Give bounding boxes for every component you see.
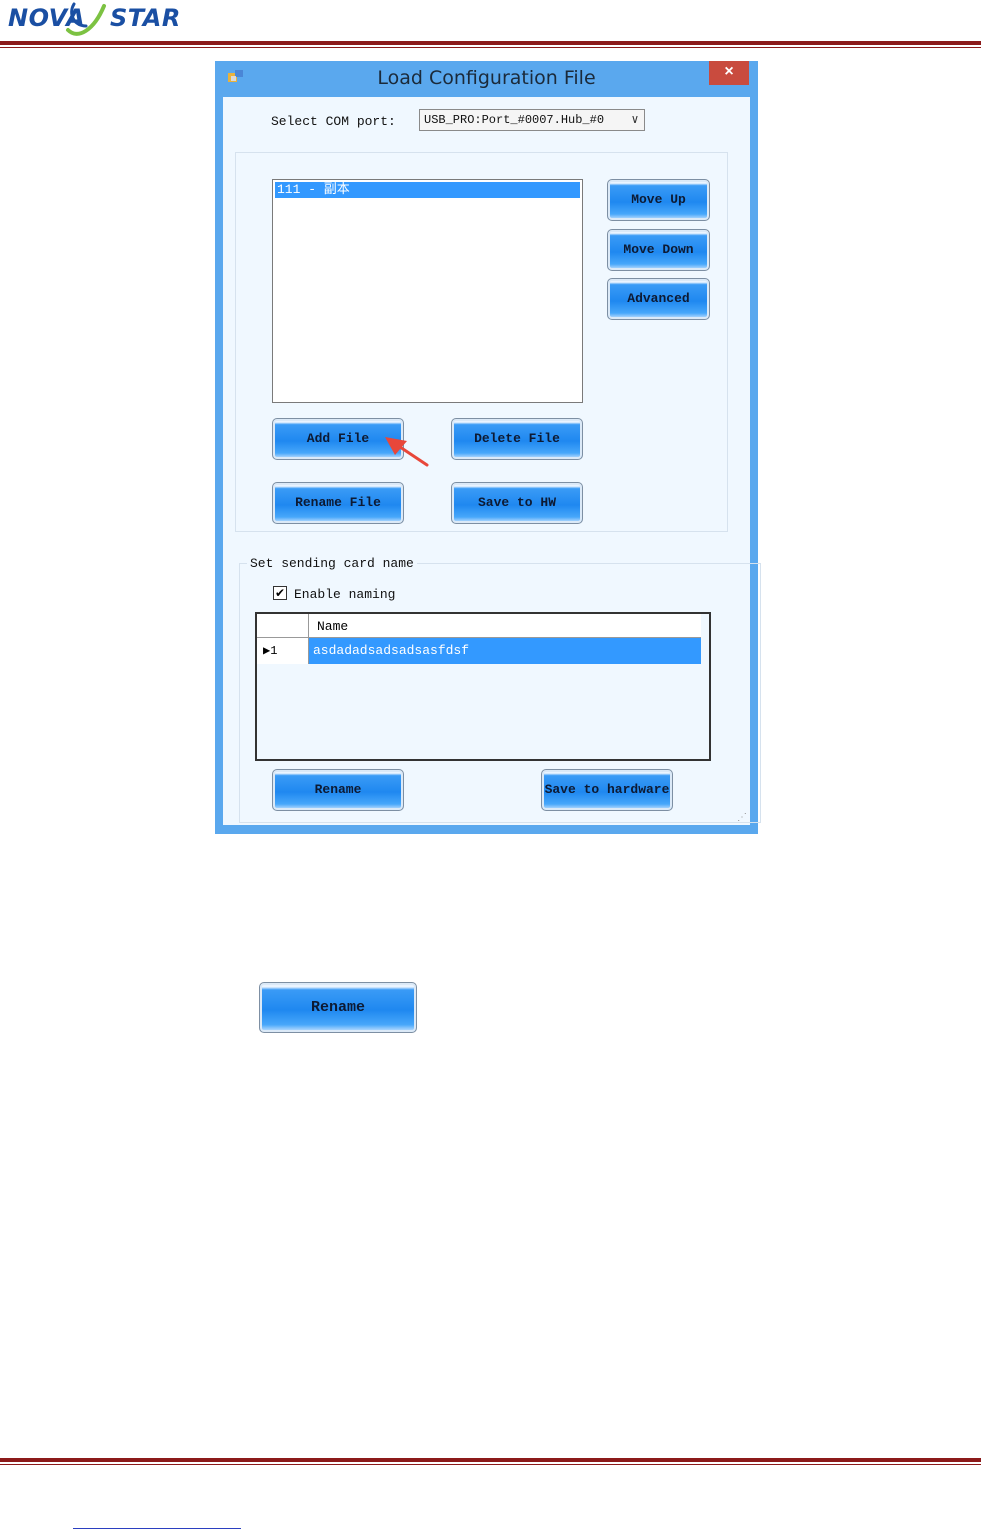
- save-to-hw-label: Save to HW: [477, 494, 556, 510]
- com-port-value: USB_PRO:Port_#0007.Hub_#0: [424, 113, 605, 127]
- list-item[interactable]: 111 - 副本: [275, 182, 580, 198]
- current-row-icon: ▶: [263, 644, 271, 658]
- rename-label: Rename: [314, 781, 362, 797]
- delete-file-button[interactable]: Delete File: [451, 418, 583, 460]
- chevron-down-icon: ∨: [626, 110, 644, 130]
- header-rule-thin: [0, 47, 981, 48]
- footer-rule-thin: [0, 1464, 981, 1465]
- window-titlebar[interactable]: Load Configuration File ×: [215, 61, 758, 95]
- row-index: 1: [270, 644, 278, 658]
- header-rule: [0, 41, 981, 45]
- grid-column-header[interactable]: Name: [309, 614, 701, 638]
- delete-file-label: Delete File: [474, 430, 560, 446]
- enable-naming-label: Enable naming: [294, 587, 396, 602]
- table-cell-name[interactable]: asdadadsadsadsasfdsf: [309, 638, 701, 664]
- config-file-list[interactable]: 111 - 副本: [272, 179, 583, 403]
- advanced-label: Advanced: [627, 290, 690, 306]
- advanced-button[interactable]: Advanced: [607, 278, 710, 320]
- rename-button[interactable]: Rename: [272, 769, 404, 811]
- footer-rule: [0, 1458, 981, 1462]
- annotation-arrow-icon: [385, 437, 429, 467]
- save-to-hardware-label: Save to hardware: [544, 781, 670, 797]
- rename-enlarged-label: Rename: [310, 998, 365, 1016]
- naming-group: [239, 563, 761, 823]
- move-up-label: Move Up: [631, 191, 686, 207]
- rename-file-label: Rename File: [295, 494, 381, 510]
- rename-button-enlarged[interactable]: Rename: [259, 982, 417, 1033]
- close-icon: ×: [724, 63, 734, 80]
- window-title: Load Configuration File: [377, 67, 596, 89]
- save-to-hardware-button[interactable]: Save to hardware: [541, 769, 673, 811]
- move-down-label: Move Down: [623, 241, 694, 257]
- name-column-label: Name: [317, 619, 349, 634]
- checkmark-icon: ✔: [274, 586, 286, 600]
- naming-group-label: Set sending card name: [247, 556, 417, 571]
- close-button[interactable]: ×: [709, 61, 749, 85]
- rename-file-button[interactable]: Rename File: [272, 482, 404, 524]
- add-file-button[interactable]: Add File: [272, 418, 404, 460]
- load-configuration-window: Load Configuration File × Select COM por…: [215, 61, 761, 834]
- resize-grip-icon[interactable]: ⋰: [737, 812, 747, 823]
- save-to-hw-button[interactable]: Save to HW: [451, 482, 583, 524]
- add-file-label: Add File: [306, 430, 370, 446]
- com-port-select[interactable]: USB_PRO:Port_#0007.Hub_#0 ∨: [419, 109, 645, 131]
- logo-swoosh-icon: [66, 2, 106, 36]
- window-client-area: Select COM port: USB_PRO:Port_#0007.Hub_…: [223, 97, 761, 825]
- app-icon: [228, 70, 243, 82]
- table-row-header[interactable]: ▶1: [257, 638, 309, 664]
- move-down-button[interactable]: Move Down: [607, 229, 710, 271]
- card-name-grid: Name ▶1 asdadadsadsadsasfdsf: [255, 612, 711, 761]
- move-up-button[interactable]: Move Up: [607, 179, 710, 221]
- footer-link[interactable]: [73, 1512, 241, 1529]
- file-group: [235, 152, 728, 532]
- logo-text-star: STAR: [110, 4, 181, 32]
- com-port-label: Select COM port:: [271, 114, 396, 129]
- enable-naming-checkbox[interactable]: ✔: [273, 586, 287, 600]
- grid-corner: [257, 614, 309, 638]
